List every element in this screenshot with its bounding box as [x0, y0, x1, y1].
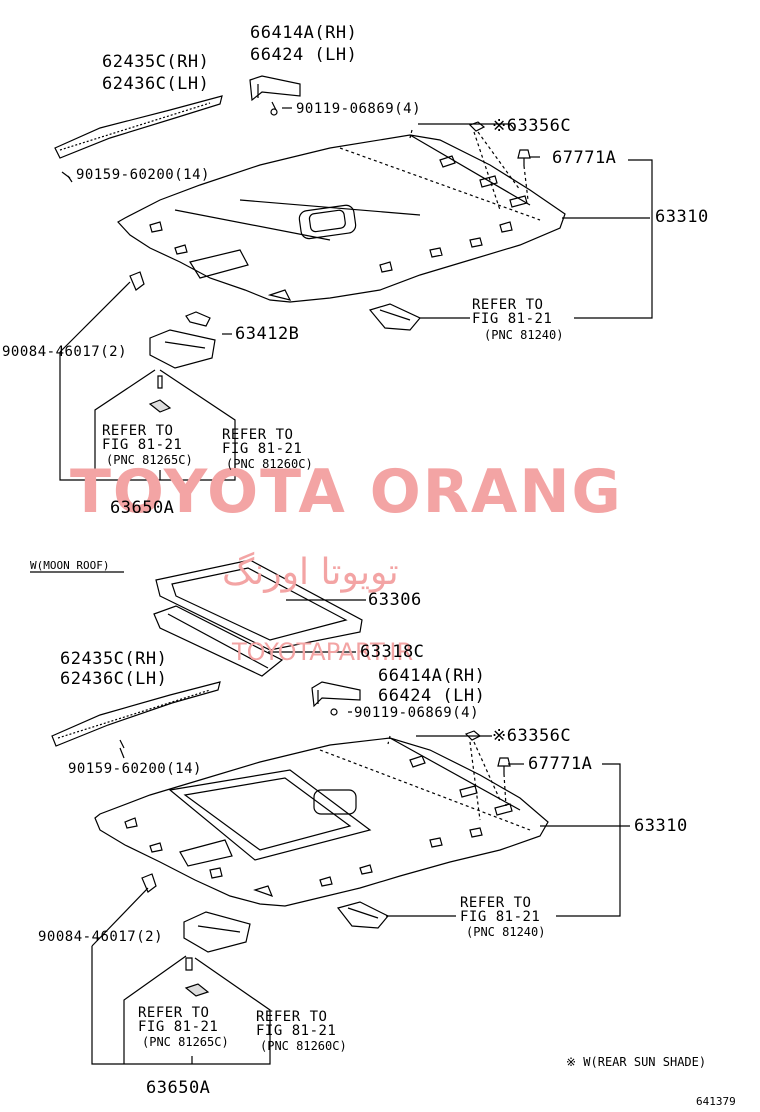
watermark-site: TOYOTAPART.IR	[232, 638, 414, 666]
refer-81260c-top-3: (PNC 81260C)	[226, 457, 313, 471]
label-62435c-bottom: 62435C(RH)	[60, 649, 168, 669]
refer-81260c-bottom-2: FIG 81-21	[256, 1023, 337, 1039]
label-66424-top: 66424 (LH)	[250, 45, 358, 65]
refer-81265c-top-2: FIG 81-21	[102, 437, 183, 453]
label-63318c: 63318C	[360, 642, 425, 662]
label-90159-bottom: 90159-60200(14)	[68, 761, 202, 777]
label-90084-bottom: 90084-46017(2)	[38, 929, 164, 945]
label-66424-bottom: 66424 (LH)	[378, 686, 486, 706]
refer-81265c-bottom-3: (PNC 81265C)	[142, 1035, 229, 1049]
watermark-brand: TOYOTA ORANG	[70, 457, 623, 527]
map-lamp-top	[148, 329, 216, 413]
map-lamp-bottom	[183, 911, 251, 997]
visor-holder-bottom	[311, 681, 361, 716]
sunroof-seal	[153, 605, 284, 677]
refer-81265c-top-3: (PNC 81265C)	[106, 453, 193, 467]
label-63356c-top: ※63356C	[492, 116, 572, 136]
lamp-rear-bottom	[336, 901, 389, 929]
clip-67771a-top	[517, 149, 531, 166]
label-62435c-top: 62435C(RH)	[102, 52, 210, 72]
refer-81240-bottom-3: (PNC 81240)	[466, 925, 546, 939]
refer-81240-top-2: FIG 81-21	[472, 311, 553, 327]
label-63310-bottom: 63310	[634, 816, 688, 836]
refer-81265c-top-1: REFER TO	[102, 423, 174, 439]
label-67771a-top: 67771A	[552, 148, 617, 168]
refer-81260c-bottom-1: REFER TO	[256, 1009, 328, 1025]
label-90084-top: 90084-46017(2)	[2, 344, 128, 360]
refer-81260c-top-1: REFER TO	[222, 427, 294, 443]
headliner-bottom	[94, 737, 549, 907]
clip-90084-bottom	[141, 873, 157, 893]
label-90119-top: 90119-06869(4)	[296, 101, 422, 117]
label-63356c-bottom: ※63356C	[492, 726, 572, 746]
leader-lines-bottom	[91, 599, 630, 1065]
sunroof-frame	[155, 559, 363, 651]
guide-lines-bottom	[387, 735, 507, 821]
clip-90084-top	[129, 271, 145, 291]
label-rear-sun-shade-note: ※ W(REAR SUN SHADE)	[566, 1055, 707, 1069]
refer-81265c-bottom-2: FIG 81-21	[138, 1019, 219, 1035]
label-90159-top: 90159-60200(14)	[76, 167, 210, 183]
refer-81240-top-1: REFER TO	[472, 297, 544, 313]
label-63310-top: 63310	[655, 207, 709, 227]
figure-number: 641379	[696, 1095, 736, 1108]
watermark-persian: تویوتا اورنگ	[222, 552, 399, 593]
rail-bottom	[51, 681, 221, 749]
leader-lines-top	[59, 107, 653, 481]
label-66414a-bottom: 66414A(RH)	[378, 666, 486, 686]
label-63412b: 63412B	[235, 324, 300, 344]
label-63650a-top: 63650A	[110, 498, 175, 518]
headliner-top	[117, 134, 566, 303]
refer-81260c-bottom-3: (PNC 81260C)	[260, 1039, 347, 1053]
label-62436c-bottom: 62436C(LH)	[60, 669, 168, 689]
label-moonroof: W(MOON ROOF)	[30, 559, 110, 572]
refer-81240-bottom-2: FIG 81-21	[460, 909, 541, 925]
label-67771a-bottom: 67771A	[528, 754, 593, 774]
label-66414a-top: 66414A(RH)	[250, 23, 358, 43]
label-90119-bottom: 90119-06869(4)	[354, 705, 480, 721]
visor-holder-top	[249, 75, 301, 116]
clip-63412b-top	[185, 311, 211, 327]
guide-lines-top	[409, 129, 529, 211]
refer-81260c-top-2: FIG 81-21	[222, 441, 303, 457]
label-62436c-top: 62436C(LH)	[102, 74, 210, 94]
refer-81240-bottom-1: REFER TO	[460, 895, 532, 911]
clip-63356c-top	[468, 121, 486, 132]
label-63306: 63306	[368, 590, 422, 610]
lamp-rear-top	[368, 303, 421, 331]
refer-81240-top-3: (PNC 81240)	[484, 328, 564, 342]
label-63650a-bottom: 63650A	[146, 1078, 211, 1098]
clip-67771a-bottom	[497, 757, 511, 774]
refer-81265c-bottom-1: REFER TO	[138, 1005, 210, 1021]
